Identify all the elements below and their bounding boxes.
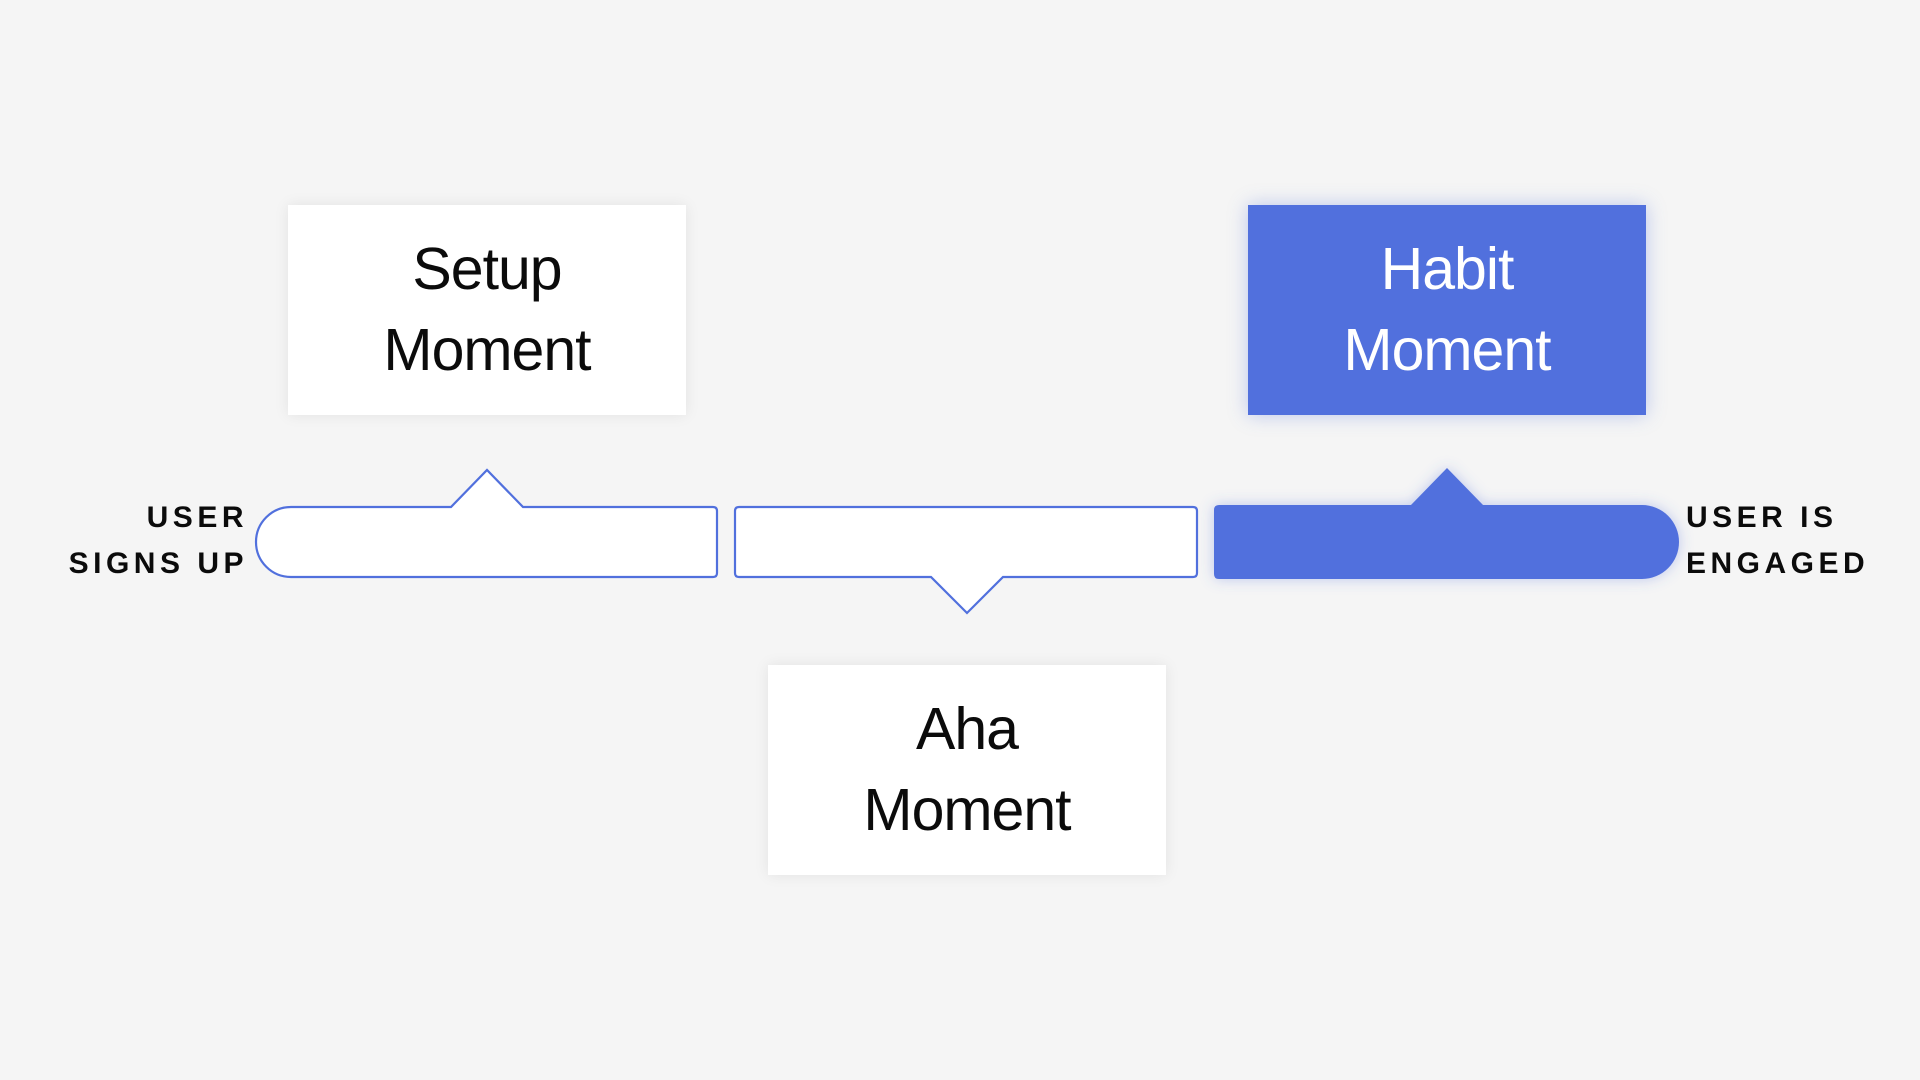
setup-moment-title-line2: Moment bbox=[383, 317, 591, 383]
aha-moment-title-line1: Aha bbox=[916, 696, 1019, 762]
habit-moment-card: Habit Moment bbox=[1248, 205, 1646, 415]
aha-moment-card: Aha Moment bbox=[768, 665, 1166, 875]
end-label-line1: USER IS bbox=[1686, 501, 1838, 534]
habit-moment-title-line1: Habit bbox=[1380, 236, 1515, 302]
end-label: USER IS ENGAGED bbox=[1686, 495, 1869, 587]
setup-moment-card: Setup Moment bbox=[288, 205, 686, 415]
start-label-line2: SIGNS UP bbox=[68, 547, 248, 580]
timeline-segment-setup bbox=[254, 468, 719, 579]
timeline-segment-aha bbox=[733, 505, 1199, 615]
start-label: USER SIGNS UP bbox=[69, 495, 248, 587]
timeline-segment-habit bbox=[1214, 468, 1679, 579]
habit-moment-title-line2: Moment bbox=[1343, 317, 1551, 383]
setup-moment-title-line1: Setup bbox=[412, 236, 562, 302]
aha-moment-title-line2: Moment bbox=[863, 777, 1071, 843]
start-label-line1: USER bbox=[146, 501, 248, 534]
end-label-line2: ENGAGED bbox=[1686, 547, 1870, 580]
